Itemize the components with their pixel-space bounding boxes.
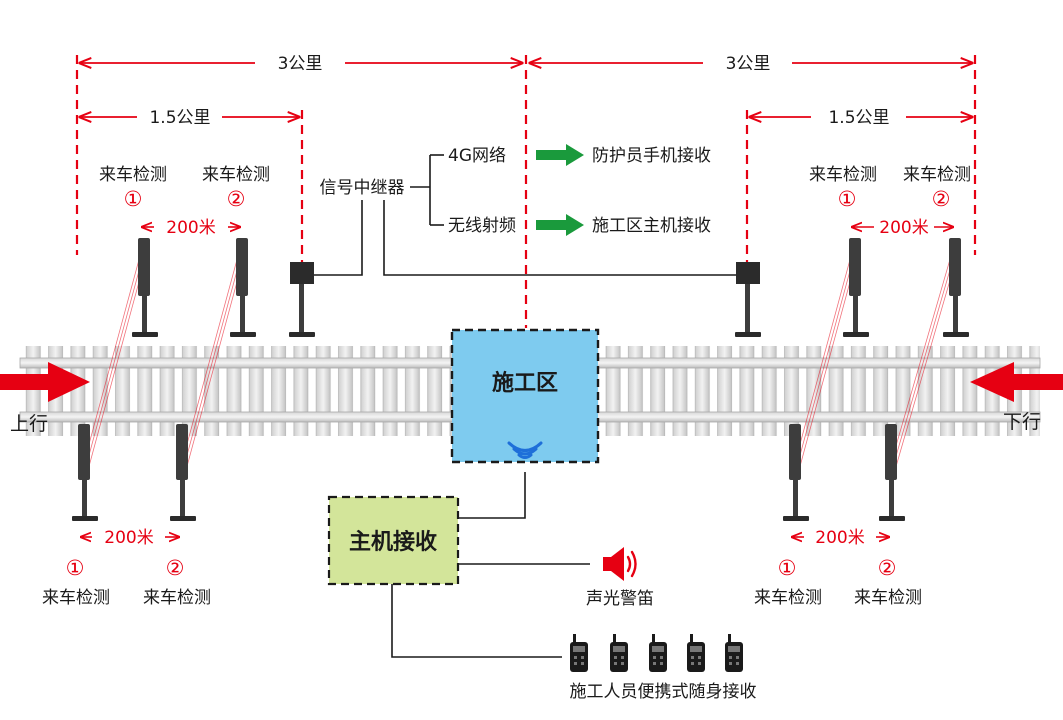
direction-up-label: 上行 bbox=[10, 413, 48, 435]
detector-pole bbox=[943, 238, 969, 337]
detector-pole bbox=[132, 238, 158, 337]
speaker-icon bbox=[603, 547, 637, 581]
distance-label-right-3km: 3公里 bbox=[726, 54, 771, 74]
green-arrow-icon bbox=[536, 144, 584, 166]
line-hub-to-right-repeater bbox=[383, 200, 736, 276]
detector-pole bbox=[230, 238, 256, 337]
walkie-talkie-icon bbox=[610, 634, 628, 672]
dimension-lines bbox=[80, 63, 972, 117]
detector-marker-1: ① bbox=[66, 556, 85, 580]
detector-labels-bottom: ① 来车检测 ② 来车检测 ① 来车检测 ② 来车检测 bbox=[42, 556, 922, 608]
line-left-repeater-to-hub bbox=[314, 200, 363, 276]
distance-label-left-1-5km: 1.5公里 bbox=[149, 108, 210, 128]
line-host-to-walkies bbox=[391, 584, 562, 658]
detector-pole bbox=[843, 238, 869, 337]
work-zone-box bbox=[450, 328, 600, 464]
distance-label-left-3km: 3公里 bbox=[278, 54, 323, 74]
siren-label: 声光警笛 bbox=[586, 589, 654, 609]
detector-marker-1: ① bbox=[778, 556, 797, 580]
detector-marker-2: ② bbox=[932, 187, 951, 211]
detector-label: 来车检测 bbox=[99, 165, 167, 185]
spacing-label: 200米 bbox=[815, 528, 864, 548]
detector-poles-top bbox=[132, 238, 969, 337]
detector-pole bbox=[783, 424, 809, 521]
spacing-label: 200米 bbox=[879, 218, 928, 238]
walkie-talkie-icon bbox=[570, 634, 588, 672]
connection-lines bbox=[314, 154, 736, 658]
spacing-label: 200米 bbox=[166, 218, 215, 238]
walkie-talkie-icon bbox=[649, 634, 667, 672]
spacing-indicators: 200米 200米 200米 200米 bbox=[81, 218, 953, 548]
detection-beams bbox=[81, 255, 958, 471]
detector-marker-1: ① bbox=[124, 187, 143, 211]
branch-rf-label: 无线射频 bbox=[448, 216, 516, 236]
detector-label: 来车检测 bbox=[42, 588, 110, 608]
detector-poles-bottom bbox=[72, 424, 905, 521]
receiver-guard-phone: 防护员手机接收 bbox=[592, 146, 711, 166]
repeater-unit-right bbox=[735, 262, 761, 337]
host-receiver-box bbox=[327, 495, 460, 586]
host-receiver-label: 主机接收 bbox=[349, 529, 437, 555]
repeater-unit-left bbox=[289, 262, 315, 337]
walkie-talkies bbox=[570, 634, 743, 672]
repeater-label: 信号中继器 bbox=[320, 178, 405, 198]
detector-marker-2: ② bbox=[166, 556, 185, 580]
detector-label: 来车检测 bbox=[143, 588, 211, 608]
distance-label-right-1-5km: 1.5公里 bbox=[828, 108, 889, 128]
repeater-poles bbox=[289, 262, 761, 337]
detector-label: 来车检测 bbox=[854, 588, 922, 608]
detector-label: 来车检测 bbox=[809, 165, 877, 185]
detector-marker-1: ① bbox=[838, 187, 857, 211]
branch-4g-label: 4G网络 bbox=[448, 146, 506, 166]
detector-marker-2: ② bbox=[227, 187, 246, 211]
boundary-lines bbox=[75, 55, 977, 328]
green-arrow-icon bbox=[536, 214, 584, 236]
wifi-signal-icon bbox=[507, 441, 543, 459]
detector-label: 来车检测 bbox=[202, 165, 270, 185]
detector-labels-top: 来车检测 ① 来车检测 ② 来车检测 ① 来车检测 ② bbox=[99, 165, 971, 211]
direction-down-label: 下行 bbox=[1003, 411, 1041, 433]
detector-label: 来车检测 bbox=[903, 165, 971, 185]
walkie-talkie-icon bbox=[687, 634, 705, 672]
detector-pole bbox=[879, 424, 905, 521]
receiver-site-host: 施工区主机接收 bbox=[592, 216, 711, 236]
detector-label: 来车检测 bbox=[754, 588, 822, 608]
red-arrow-icon bbox=[0, 362, 90, 402]
detector-marker-2: ② bbox=[878, 556, 897, 580]
detector-pole bbox=[72, 424, 98, 521]
line-host-to-worksite bbox=[458, 472, 526, 519]
work-zone-label: 施工区 bbox=[492, 370, 558, 396]
detector-pole bbox=[170, 424, 196, 521]
spacing-label: 200米 bbox=[104, 528, 153, 548]
personal-receivers-label: 施工人员便携式随身接收 bbox=[570, 682, 757, 702]
walkie-talkie-icon bbox=[725, 634, 743, 672]
red-arrow-icon bbox=[970, 362, 1063, 402]
